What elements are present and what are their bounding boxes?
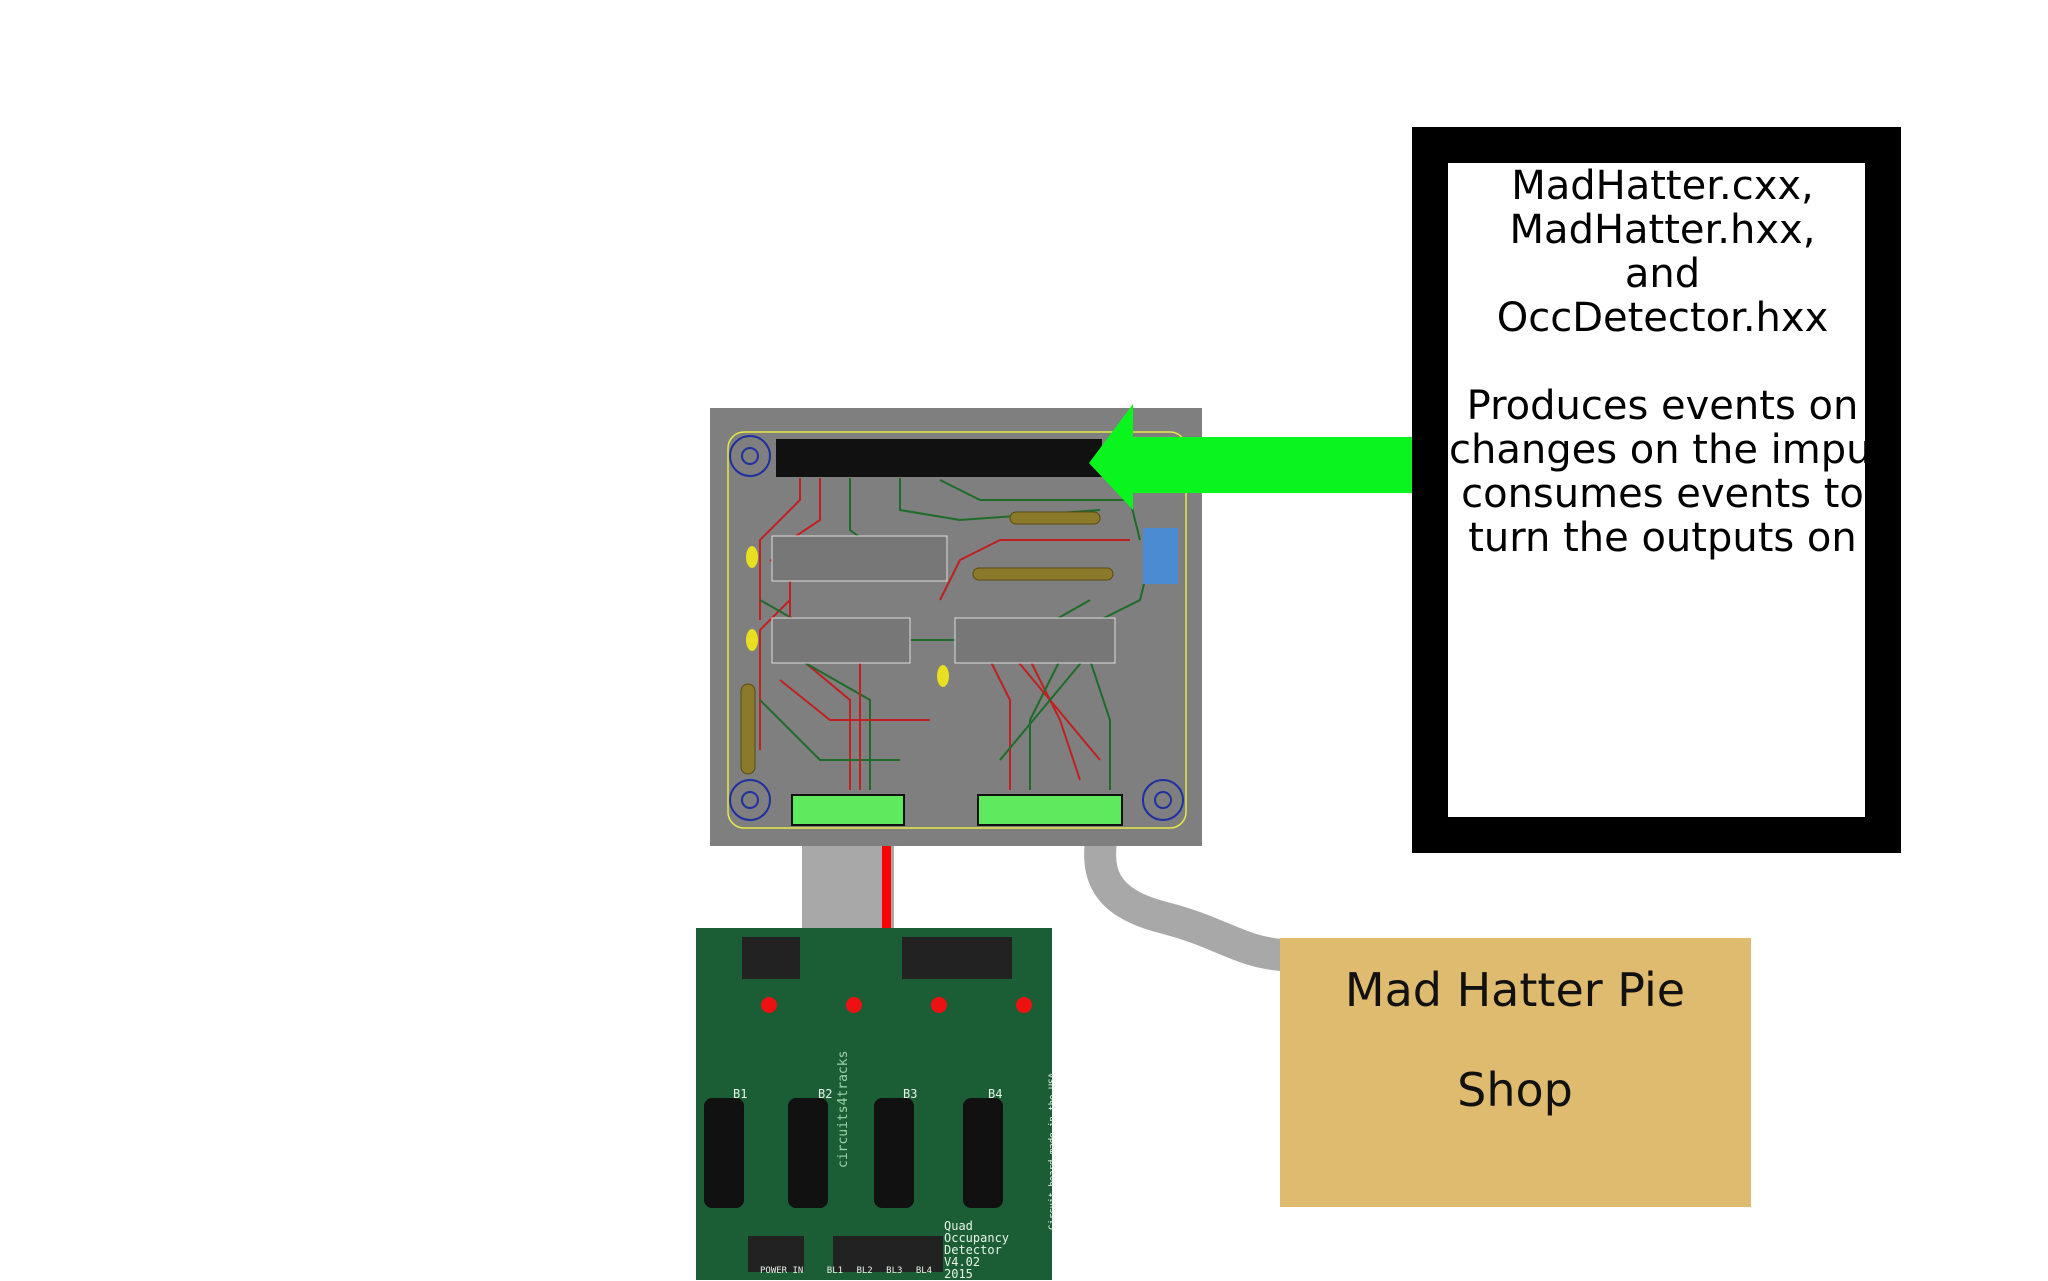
- detector-block-label: B2: [818, 1087, 833, 1101]
- top-screw-terminals: [742, 937, 1012, 979]
- note-line: [1449, 340, 1876, 384]
- status-leds: [761, 997, 1032, 1013]
- detector-block-label: B4: [988, 1087, 1003, 1101]
- detector-year: 2015: [944, 1267, 973, 1281]
- shop-label: Mad Hatter Pie Shop: [1344, 963, 1686, 1117]
- red-power-wire: [882, 830, 891, 934]
- shop-cable: [1084, 812, 1298, 971]
- detector-title-line: Detector: [944, 1243, 1002, 1257]
- note-line: OccDetector.hxx: [1496, 295, 1829, 341]
- note-line: and: [1624, 251, 1701, 297]
- detector-bottom-label: BL3: [886, 1266, 903, 1276]
- occupancy-detector-board: [696, 928, 1052, 1280]
- detector-version: V4.02: [944, 1255, 981, 1269]
- code-note-text: MadHatter.cxx, MadHatter.hxx, and OccDet…: [1449, 164, 1876, 589]
- code-note-frame: [1412, 127, 1901, 853]
- screw-terminal-right: [977, 794, 1123, 826]
- resistors: [740, 511, 1114, 775]
- gpio-header: [776, 439, 1102, 477]
- screw-terminal-left: [791, 794, 905, 826]
- capacitors: [746, 546, 949, 687]
- shop-box: [1280, 938, 1751, 1207]
- detector-bottom-label: BL4: [915, 1266, 933, 1276]
- mounting-holes: [729, 435, 1184, 821]
- note-line: Produces events on: [1466, 383, 1859, 429]
- detector-title-line: Occupancy: [944, 1231, 1010, 1245]
- detector-side-text: Circuit board made in the USA: [1048, 1072, 1058, 1230]
- detector-title-line: Quad: [944, 1219, 973, 1233]
- note-line: turn the outputs on: [1468, 515, 1857, 561]
- coils: [704, 1098, 1003, 1208]
- note-line: changes on the imputs: [1449, 427, 1876, 473]
- note-line: MadHatter.cxx,: [1511, 164, 1814, 209]
- detector-brand: circuits4tracks: [836, 1050, 851, 1168]
- detector-bottom-label: BL2: [856, 1266, 873, 1276]
- detector-bottom-labels: POWER IN BL1 BL2 BL3 BL4: [760, 1266, 932, 1276]
- detector-bottom-label: POWER IN: [760, 1266, 804, 1276]
- ic-chips: [771, 535, 1116, 664]
- blue-header: [1143, 528, 1178, 584]
- detector-title: Quad Occupancy Detector V4.02 2015: [944, 1220, 1009, 1280]
- note-line: MadHatter.hxx,: [1509, 207, 1816, 253]
- ribbon-cable: [802, 832, 894, 932]
- detector-block-label: B1: [733, 1087, 748, 1101]
- bottom-screw-terminals: [748, 1236, 943, 1272]
- note-line: consumes events to: [1461, 471, 1864, 517]
- detector-block-label: B3: [903, 1087, 918, 1101]
- bidirectional-arrow: [1089, 398, 1487, 510]
- detector-bottom-label: BL1: [826, 1266, 844, 1276]
